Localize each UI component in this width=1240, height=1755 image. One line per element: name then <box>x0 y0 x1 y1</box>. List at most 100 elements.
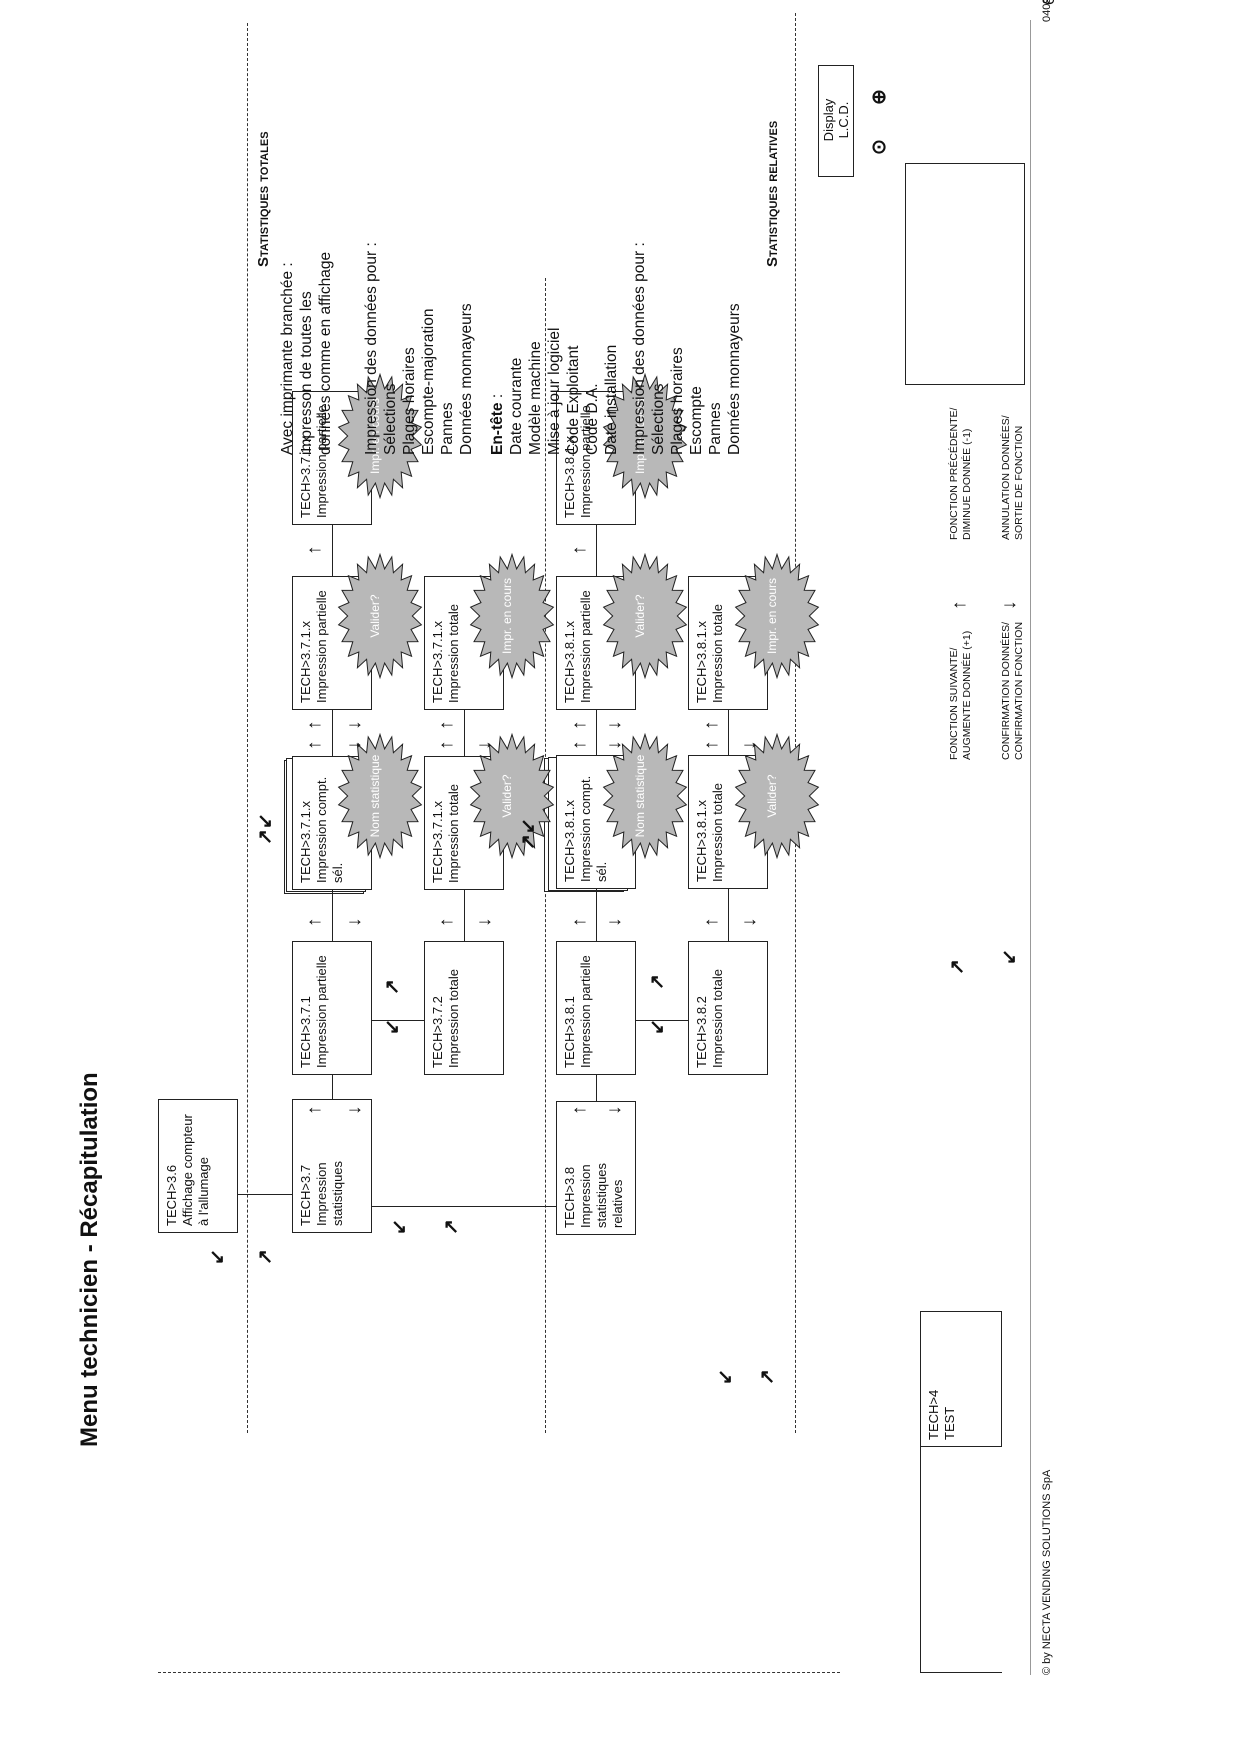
power-icon: ⊙ <box>869 139 890 155</box>
stats-relatives-heading: Statistiques relatives <box>764 120 781 267</box>
plus-icon: ⊕ <box>869 89 890 105</box>
arrow-next-icon: ↗ <box>947 959 968 975</box>
connector <box>728 710 729 755</box>
burst-shape <box>602 372 688 500</box>
connector <box>920 1672 1002 1673</box>
burst-shape <box>337 552 423 680</box>
arrow-prev-next-icon: ↗↙ <box>518 818 539 850</box>
connector <box>464 890 465 941</box>
stats-totales-heading: Statistiques totales <box>255 131 272 267</box>
arrow-confirm-icon: ↓ <box>604 917 625 928</box>
footer-rule <box>1030 20 1031 1675</box>
connector <box>372 1206 556 1207</box>
arrow-cancel-icon: ↑ <box>569 720 590 731</box>
stats-totales-entete: En-tête : Date courante Modèle machine M… <box>489 327 620 456</box>
arrow-confirm-icon: ↓ <box>739 740 760 751</box>
arrow-cancel-icon: ↑ <box>701 917 722 928</box>
connector <box>596 710 597 755</box>
burst-label: Valider? <box>633 594 647 638</box>
arrow-cancel-icon: ↑ <box>304 720 325 731</box>
arrow-cancel-icon: ↑ <box>304 1105 325 1116</box>
arrow-cancel-icon: ↑ <box>304 545 325 556</box>
dashed-separator <box>795 13 796 1433</box>
arrow-confirm-icon: ↓ <box>739 917 760 928</box>
burst-label: Nom statistique <box>368 754 382 838</box>
arrow-confirm-icon: ↑ <box>949 600 970 611</box>
arrow-cancel-icon: ↑ <box>701 720 722 731</box>
arrow-cancel-icon: ↑ <box>436 740 457 751</box>
legend-prev: FONCTION PRÉCÉDENTE/DIMINUE DONNÉE (-1) <box>948 407 973 540</box>
connector <box>332 890 333 941</box>
burst-label: Impr. en cours <box>765 577 779 655</box>
arrow-cancel-icon: ↑ <box>569 1105 590 1116</box>
stats-totales-intro: Avec imprimante branchée : impresson de … <box>279 251 334 455</box>
dashed-separator <box>247 23 248 1433</box>
arrow-cancel-icon: ↑ <box>569 917 590 928</box>
burst-shape <box>337 372 423 500</box>
arrow-cancel-icon: ↑ <box>569 545 590 556</box>
arrow-prev-icon: ↙ <box>389 1219 410 1235</box>
arrow-cancel-icon: ↑ <box>436 720 457 731</box>
connector <box>332 1075 333 1099</box>
connector <box>332 525 333 576</box>
copyright: © by NECTA VENDING SOLUTIONS SpA <box>1041 1469 1053 1675</box>
connector <box>596 525 597 576</box>
arrow-confirm-icon: ↓ <box>344 720 365 731</box>
arrow-next-icon: ↗ <box>255 1249 276 1265</box>
arrow-confirm-icon: ↓ <box>474 917 495 928</box>
arrow-next-icon: ↗ <box>441 1219 462 1235</box>
arrow-cancel-icon: ↑ <box>436 917 457 928</box>
connector <box>238 1194 292 1195</box>
arrow-confirm-icon: ↓ <box>604 1105 625 1116</box>
burst-shape <box>469 552 555 680</box>
arrow-prev-icon: ↙ <box>207 1249 228 1265</box>
stats-relatives-impression: Impression des données pour : Sélections… <box>631 242 743 455</box>
burst-shape <box>469 732 555 860</box>
connector <box>596 889 597 941</box>
legend-confirm: CONFIRMATION DONNÉES/CONFIRMATION FONCTI… <box>1000 621 1025 760</box>
burst-label: Valider? <box>500 774 514 818</box>
arrow-cancel-icon: ↑ <box>569 740 590 751</box>
keypad <box>905 163 1025 385</box>
arrow-confirm-icon: ↓ <box>604 720 625 731</box>
arrow-confirm-icon: ↓ <box>474 740 495 751</box>
burst-label: Nom statistique <box>633 754 647 838</box>
arrow-prev-icon: ↙ <box>382 1019 403 1035</box>
arrow-confirm-icon: ↓ <box>344 917 365 928</box>
arrow-cancel-icon: ↑ <box>304 917 325 928</box>
legend-cancel: ANNULATION DONNÉES/SORTIE DE FONCTION <box>1000 415 1025 540</box>
arrow-prev-icon: ↙ <box>647 1019 668 1035</box>
burst-label: Valider? <box>765 774 779 818</box>
legend-next: FONCTION SUIVANTE/AUGMENTE DONNÉE (+1) <box>948 630 973 760</box>
connector <box>596 1075 597 1101</box>
connector <box>728 889 729 941</box>
arrow-next-icon: ↗ <box>382 979 403 995</box>
stats-totales-impression: Impression des données pour : Sélections… <box>363 242 475 455</box>
burst-shape <box>337 732 423 860</box>
connector <box>464 710 465 756</box>
arrow-prev-icon: ↙ <box>999 949 1020 965</box>
arrow-next-icon: ↗ <box>757 1369 778 1385</box>
page-title: Menu technicien - Récapitulation <box>76 1072 103 1447</box>
burst-shape <box>734 732 820 860</box>
burst-shape <box>602 732 688 860</box>
burst-shape <box>734 552 820 680</box>
arrow-prev-icon: ↙ <box>715 1369 736 1385</box>
arrow-confirm-icon: ↓ <box>344 1105 365 1116</box>
doc-code: 0409 83424 - 00 <box>1041 0 1053 22</box>
arrow-next-icon: ↗ <box>647 974 668 990</box>
connector <box>920 1447 921 1673</box>
connector <box>332 710 333 756</box>
burst-shape <box>602 552 688 680</box>
arrow-confirm-icon: ↓ <box>344 740 365 751</box>
